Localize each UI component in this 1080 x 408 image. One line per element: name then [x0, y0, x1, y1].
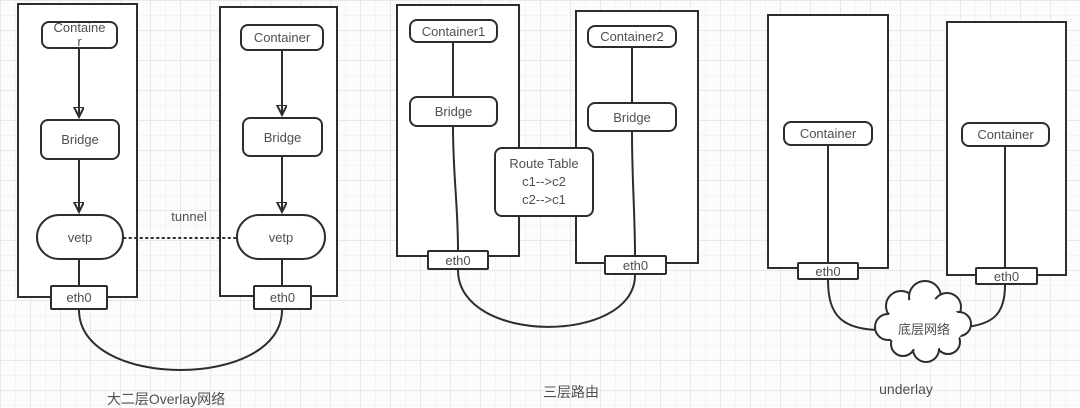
underlay2-container-node: Container — [961, 122, 1050, 147]
underlay-host-2 — [946, 21, 1067, 276]
routing1-bridge-label: Bridge — [434, 104, 473, 119]
network-cloud-label: 底层网络 — [897, 322, 951, 337]
underlay-section-caption: underlay — [879, 381, 933, 397]
overlay2-eth0-label: eth0 — [269, 290, 296, 305]
overlay1-eth0-node: eth0 — [50, 285, 108, 310]
route-table-rule-2: c2-->c1 — [522, 192, 566, 207]
underlay1-eth0-label: eth0 — [815, 263, 841, 279]
route-table-node: Route Table c1-->c2 c2-->c1 — [494, 147, 594, 217]
overlay1-container-label: Container — [53, 20, 106, 49]
underlay2-eth0-node: eth0 — [975, 267, 1038, 285]
overlay2-vetp-label: vetp — [268, 229, 294, 245]
overlay1-eth0-label: eth0 — [66, 290, 92, 305]
underlay1-eth0-node: eth0 — [797, 262, 859, 280]
routing2-eth0-node: eth0 — [604, 255, 667, 275]
route-table-title: Route Table — [509, 156, 579, 171]
underlay2-eth0-label: eth0 — [993, 268, 1020, 284]
routing2-container-node: Container2 — [587, 25, 677, 48]
routing1-eth0-label: eth0 — [445, 252, 471, 268]
overlay2-bridge-label: Bridge — [263, 129, 302, 145]
overlay1-vetp-node: vetp — [36, 214, 124, 260]
overlay1-bridge-node: Bridge — [40, 119, 120, 160]
overlay-eth0-eth0-curve — [78, 309, 283, 371]
routing-section-caption: 三层路由 — [543, 384, 599, 400]
routing1-container-label: Container1 — [421, 23, 486, 39]
routing2-eth0-label: eth0 — [622, 257, 649, 273]
routing2-bridge-label: Bridge — [613, 109, 651, 125]
underlay2-eth0-cloud-curve — [965, 284, 1006, 328]
overlay2-container-node: Container — [240, 24, 324, 51]
underlay1-eth0-cloud-curve — [827, 279, 887, 332]
overlay2-bridge-node: Bridge — [242, 117, 323, 157]
underlay1-container-node: Container — [783, 121, 873, 146]
routing2-container-label: Container2 — [600, 29, 664, 44]
routing-eth0-eth0-curve — [457, 269, 636, 328]
overlay1-bridge-label: Bridge — [61, 132, 99, 147]
routing1-eth0-node: eth0 — [427, 250, 489, 270]
overlay2-vetp-node: vetp — [236, 214, 326, 260]
underlay1-container-label: Container — [799, 126, 857, 141]
overlay-section-caption: 大二层Overlay网络 — [106, 391, 226, 407]
overlay1-vetp-label: vetp — [67, 229, 93, 245]
route-table-rule-1: c1-->c2 — [522, 174, 566, 189]
routing1-container-node: Container1 — [409, 19, 498, 43]
tunnel-label: tunnel — [171, 209, 207, 224]
overlay2-eth0-node: eth0 — [253, 285, 312, 310]
overlay2-container-label: Container — [253, 30, 311, 45]
overlay1-container-node: Container — [41, 21, 118, 49]
routing2-bridge-node: Bridge — [587, 102, 677, 132]
routing-host-2 — [575, 10, 699, 264]
underlay2-container-label: Container — [977, 127, 1034, 142]
routing1-bridge-node: Bridge — [409, 96, 498, 127]
